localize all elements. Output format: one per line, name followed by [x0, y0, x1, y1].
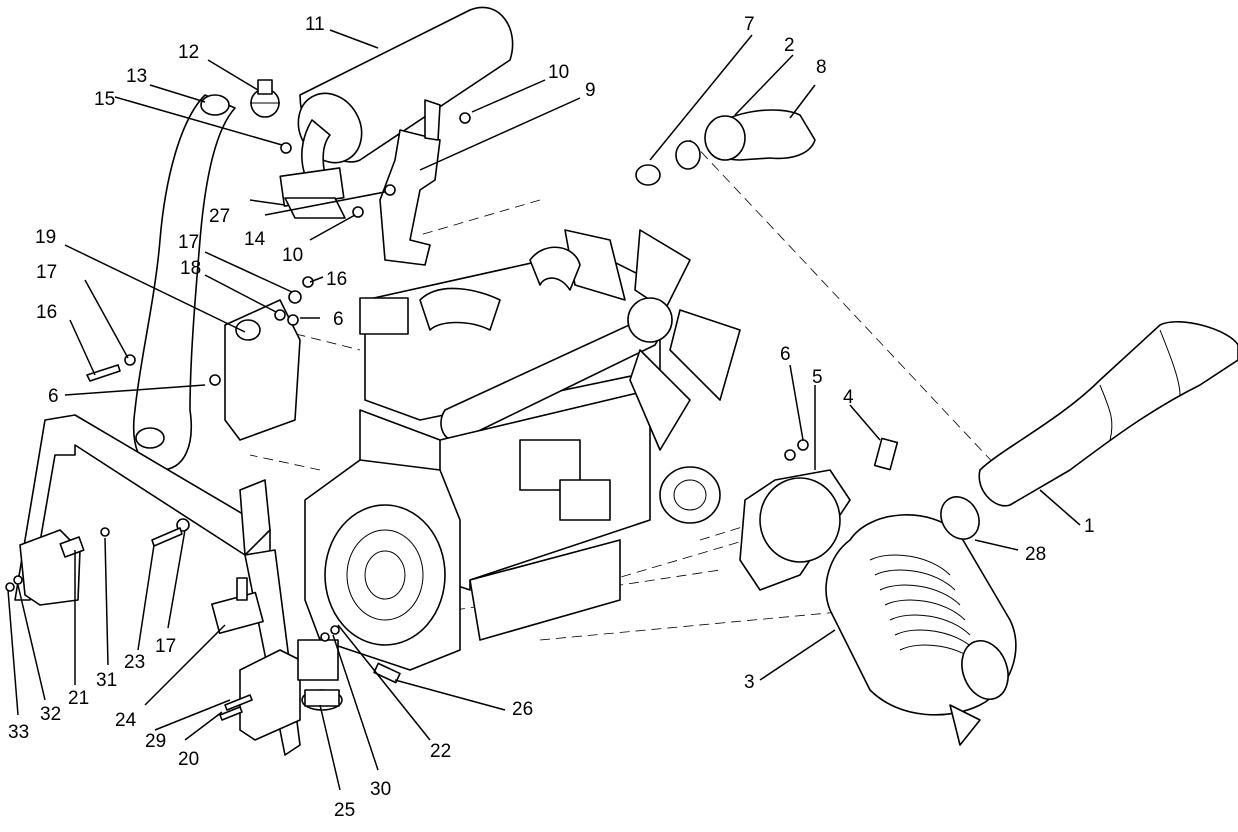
callout-16-right: 16 [326, 269, 347, 290]
clamp-12 [250, 79, 280, 118]
bracket-32 [19, 529, 85, 606]
callout-20: 20 [178, 749, 199, 770]
callout-9: 9 [585, 80, 596, 101]
muffler [279, 6, 514, 219]
leader-lines [7, 29, 1081, 791]
callout-10-bottom: 10 [282, 245, 303, 266]
callout-13: 13 [126, 66, 147, 87]
callout-26: 26 [512, 699, 533, 720]
callout-21: 21 [68, 688, 89, 709]
callout-8: 8 [816, 57, 827, 78]
hardware [5, 112, 899, 721]
callout-23: 23 [124, 652, 145, 673]
callout-1: 1 [1084, 516, 1095, 537]
clamp-28 [940, 496, 980, 540]
callout-33: 33 [8, 722, 29, 743]
callout-5: 5 [812, 367, 823, 388]
callout-10-top: 10 [548, 62, 569, 83]
callout-31: 31 [96, 670, 117, 691]
callout-6-left: 6 [48, 386, 59, 407]
callout-19: 19 [35, 227, 56, 248]
bracket-9 [379, 99, 441, 266]
callout-17-top: 17 [178, 232, 199, 253]
callout-14: 14 [244, 229, 266, 250]
callout-7: 7 [744, 14, 755, 35]
callout-24: 24 [115, 710, 137, 731]
callout-22: 22 [430, 741, 451, 762]
callout-6-mid: 6 [333, 309, 344, 330]
mount-band-5 [739, 469, 851, 591]
callout-27: 27 [209, 206, 230, 227]
engine-block [304, 229, 741, 671]
callout-25: 25 [334, 800, 355, 821]
callout-28: 28 [1025, 544, 1046, 565]
callout-labels: 1 2 3 4 5 6 6 6 7 8 9 10 10 11 12 13 14 … [8, 14, 1095, 821]
callout-11: 11 [305, 14, 325, 35]
callout-30: 30 [370, 779, 391, 800]
callout-6-right: 6 [780, 344, 791, 365]
callout-15: 15 [94, 89, 115, 110]
callout-17-bottom: 17 [155, 636, 176, 657]
bracket-24 [211, 577, 264, 634]
callout-18: 18 [180, 258, 201, 279]
callout-4: 4 [843, 387, 854, 408]
callout-2: 2 [784, 35, 795, 56]
radiator-hose-8 [635, 109, 816, 186]
callout-32: 32 [40, 704, 61, 725]
callout-29: 29 [145, 731, 166, 752]
callout-3: 3 [744, 672, 755, 693]
callout-12: 12 [178, 42, 199, 63]
fitting-26 [373, 662, 401, 684]
intake-hose-1 [978, 321, 1238, 507]
fuel-pump-25 [239, 639, 343, 741]
callout-17-left: 17 [36, 262, 57, 283]
mount-plate [224, 299, 301, 441]
callout-16-left: 16 [36, 302, 57, 323]
air-cleaner [825, 514, 1017, 746]
